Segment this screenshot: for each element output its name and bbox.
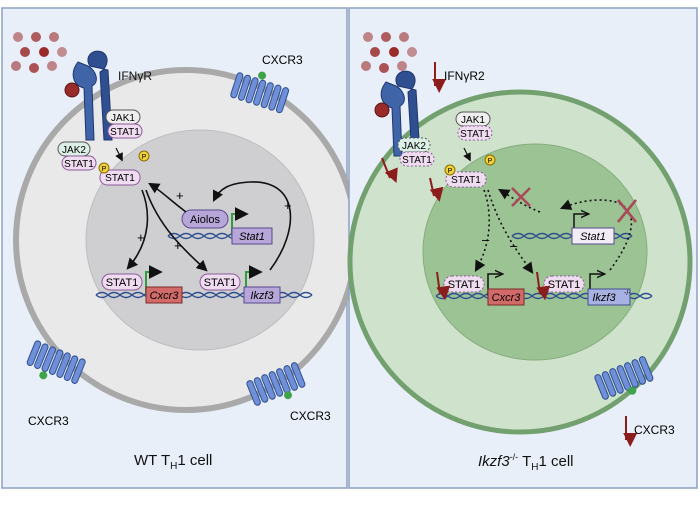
right-stat1-tf-cxcr3: STAT1 xyxy=(443,275,485,293)
right-stat1-tf-ikzf3: STAT1 xyxy=(543,275,585,293)
left-receptor-label: IFNγR xyxy=(118,69,152,83)
left-stat1-b: STAT1 xyxy=(61,155,97,171)
right-tf2-down-arrow xyxy=(536,271,551,301)
right-minus-1: – xyxy=(482,232,490,247)
right-stat1-b: STAT1 xyxy=(399,151,435,167)
svg-text:STAT1: STAT1 xyxy=(460,129,490,140)
left-plus-4: + xyxy=(284,198,292,213)
right-cxcr3-gene: Cxcr3 xyxy=(487,274,525,306)
right-cxcr3-label: CXCR3 xyxy=(634,423,675,437)
right-title-suffix: 1 cell xyxy=(538,453,574,470)
left-plus-2: + xyxy=(137,230,145,245)
right-phospho-stat1: STAT1 P P xyxy=(444,154,496,188)
right-ifng-ligands xyxy=(361,32,417,73)
left-stat1-gene: Stat1 xyxy=(231,207,273,245)
left-plus-3: + xyxy=(174,238,182,253)
right-stat1-a: STAT1 xyxy=(457,125,493,141)
svg-text:P: P xyxy=(102,166,107,173)
right-block-x-1 xyxy=(511,187,531,207)
right-block-x-2 xyxy=(616,199,638,223)
left-pathway-arrows xyxy=(126,181,292,272)
left-cxcr3-bottom-right-label: CXCR3 xyxy=(290,409,331,423)
right-panel-title: Ikzf3-/- TH1 cell xyxy=(478,452,574,473)
svg-text:STAT1: STAT1 xyxy=(451,175,481,186)
right-stat1-gene: Stat1 xyxy=(571,214,615,245)
svg-text:Stat1: Stat1 xyxy=(239,231,265,243)
svg-text:STAT1: STAT1 xyxy=(105,173,135,184)
left-stat1-tf-ikzf3: STAT1 xyxy=(199,273,241,291)
left-cxcr3-top xyxy=(230,71,290,114)
svg-text:Cxcr3: Cxcr3 xyxy=(492,292,522,304)
left-panel-title: WT TH1 cell xyxy=(134,452,212,472)
right-pstat-down-arrow xyxy=(429,177,444,202)
svg-text:JAK2: JAK2 xyxy=(402,141,426,152)
left-cxcr3-gene: Cxcr3 xyxy=(145,265,183,304)
right-ikzf3-gene: Ikzf3 -/- xyxy=(587,274,631,306)
left-title-text: WT T xyxy=(134,452,171,469)
left-stat1-tf-cxcr3: STAT1 xyxy=(101,273,143,291)
right-tf1-down-arrow xyxy=(436,271,451,301)
left-jak2: JAK2 xyxy=(57,141,91,157)
svg-text:STAT1: STAT1 xyxy=(402,155,432,166)
left-phospho-stat1: STAT1 P P xyxy=(98,150,150,186)
right-nucleus xyxy=(422,143,648,361)
left-stat1-a: STAT1 xyxy=(107,123,143,139)
svg-text:JAK1: JAK1 xyxy=(111,113,135,124)
svg-text:Ikzf3: Ikzf3 xyxy=(592,292,616,304)
left-cxcr3-bottom-left xyxy=(26,340,86,384)
svg-text:-/-: -/- xyxy=(624,290,631,297)
svg-text:STAT1: STAT1 xyxy=(110,127,140,138)
right-cxcr3 xyxy=(594,356,654,400)
right-panel: IFNγR2 JAK1 STAT1 JAK2 STAT1 STAT1 P P xyxy=(347,7,698,489)
left-cxcr3-bottom-left-label: CXCR3 xyxy=(28,414,69,428)
svg-text:P: P xyxy=(142,154,147,161)
left-nucleus xyxy=(85,129,315,351)
svg-text:P: P xyxy=(488,158,493,165)
left-jak1: JAK1 xyxy=(105,109,141,125)
left-activation-arrow xyxy=(115,147,123,162)
left-ikzf3-gene: Ikzf3 xyxy=(243,265,281,304)
svg-text:STAT1: STAT1 xyxy=(548,279,581,291)
svg-text:STAT1: STAT1 xyxy=(64,159,94,170)
svg-text:JAK1: JAK1 xyxy=(461,115,485,126)
svg-text:STAT1: STAT1 xyxy=(204,277,237,289)
left-cxcr3-bottom-right xyxy=(246,362,306,406)
svg-text:STAT1: STAT1 xyxy=(448,279,481,291)
left-title-sub: H xyxy=(170,461,178,472)
left-title-suffix: 1 cell xyxy=(177,452,213,469)
svg-text:Aiolos: Aiolos xyxy=(190,214,220,226)
right-jak1: JAK1 xyxy=(455,111,491,127)
svg-text:JAK2: JAK2 xyxy=(62,145,86,156)
right-title-sub: H xyxy=(531,462,539,473)
svg-text:Ikzf3: Ikzf3 xyxy=(250,290,274,302)
left-aiolos: Aiolos xyxy=(181,209,229,229)
right-activation-arrow xyxy=(463,147,471,162)
right-ifngr2-receptor xyxy=(374,70,421,157)
left-cxcr3-top-label: CXCR3 xyxy=(262,53,303,67)
right-title-t: T xyxy=(518,453,532,470)
right-title-gene: Ikzf3 xyxy=(478,453,510,470)
right-receptor-label: IFNγR2 xyxy=(444,69,485,83)
right-jak2: JAK2 xyxy=(397,137,431,153)
svg-text:P: P xyxy=(448,168,453,175)
svg-text:Stat1: Stat1 xyxy=(580,231,606,243)
right-minus-2: – xyxy=(510,238,518,253)
right-title-sup: -/- xyxy=(509,452,519,462)
left-panel: IFNγR JAK1 STAT1 JAK2 STAT1 STAT1 P P xyxy=(1,7,359,489)
left-plus-1: + xyxy=(176,188,184,203)
left-ifng-ligands xyxy=(11,32,67,73)
right-stat-down-arrow xyxy=(381,157,398,183)
svg-text:Cxcr3: Cxcr3 xyxy=(150,290,180,302)
svg-text:STAT1: STAT1 xyxy=(106,277,139,289)
